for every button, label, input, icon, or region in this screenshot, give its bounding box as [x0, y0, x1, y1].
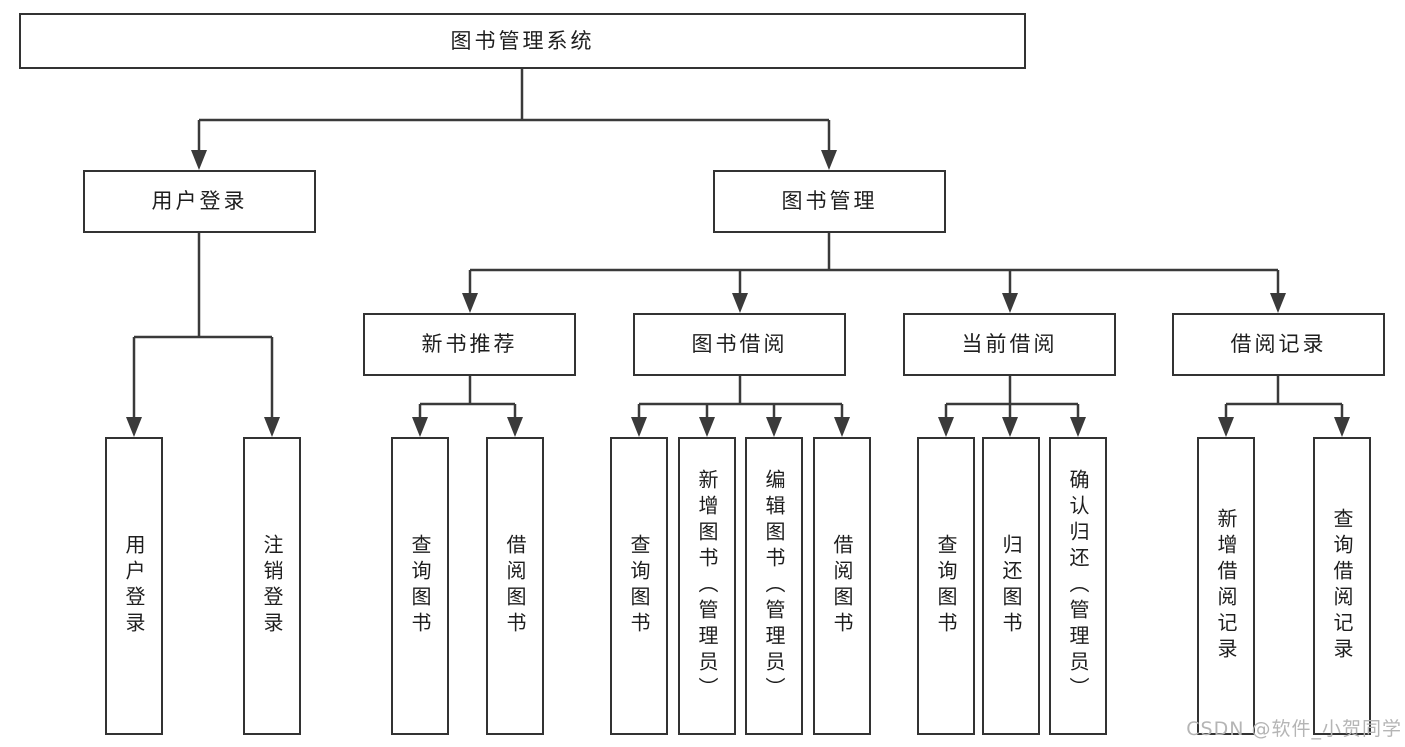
leaf-label: 注销登录	[260, 534, 284, 638]
node-leaf-add-borrow-record: 新增借阅记录	[1197, 437, 1255, 735]
leaf-label: 借阅图书	[830, 534, 854, 638]
leaf-label: 用户登录	[122, 534, 146, 638]
node-current-borrowing: 当前借阅	[903, 313, 1116, 376]
leaf-label: 查询图书	[408, 534, 432, 638]
node-leaf-return-books: 归还图书	[982, 437, 1040, 735]
node-leaf-borrow-books: 借阅图书	[813, 437, 871, 735]
node-leaf-borrow-books-recommend: 借阅图书	[486, 437, 544, 735]
node-new-book-recommend-label: 新书推荐	[421, 332, 518, 356]
node-book-management-branch: 图书管理	[713, 170, 946, 233]
leaf-label: 新增图书（管理员）	[695, 469, 719, 703]
leaf-label: 查询图书	[934, 534, 958, 638]
leaf-label: 查询借阅记录	[1330, 508, 1354, 664]
node-leaf-confirm-return-admin: 确认归还（管理员）	[1049, 437, 1107, 735]
node-book-borrowing: 图书借阅	[633, 313, 846, 376]
node-leaf-query-books-borrow: 查询图书	[610, 437, 668, 735]
node-borrowing-records: 借阅记录	[1172, 313, 1385, 376]
node-borrowing-records-label: 借阅记录	[1230, 332, 1327, 356]
node-book-borrowing-label: 图书借阅	[691, 332, 788, 356]
node-leaf-query-books-recommend: 查询图书	[391, 437, 449, 735]
leaf-label: 查询图书	[627, 534, 651, 638]
node-current-borrowing-label: 当前借阅	[961, 332, 1058, 356]
leaf-label: 借阅图书	[503, 534, 527, 638]
node-root-system: 图书管理系统	[19, 13, 1026, 69]
csdn-watermark: CSDN @软件_小贺同学	[1186, 718, 1402, 740]
leaf-label: 确认归还（管理员）	[1066, 469, 1090, 703]
node-leaf-add-books-admin: 新增图书（管理员）	[678, 437, 736, 735]
leaf-label: 新增借阅记录	[1214, 508, 1238, 664]
node-leaf-edit-books-admin: 编辑图书（管理员）	[745, 437, 803, 735]
node-book-management-label: 图书管理	[781, 189, 878, 213]
node-user-login-label: 用户登录	[151, 189, 248, 213]
node-leaf-logout: 注销登录	[243, 437, 301, 735]
node-leaf-query-borrow-record: 查询借阅记录	[1313, 437, 1371, 735]
node-new-book-recommend: 新书推荐	[363, 313, 576, 376]
leaf-label: 归还图书	[999, 534, 1023, 638]
node-root-label: 图书管理系统	[450, 28, 595, 53]
node-leaf-user-login: 用户登录	[105, 437, 163, 735]
node-leaf-query-books-current: 查询图书	[917, 437, 975, 735]
node-user-login-branch: 用户登录	[83, 170, 316, 233]
leaf-label: 编辑图书（管理员）	[762, 469, 786, 703]
